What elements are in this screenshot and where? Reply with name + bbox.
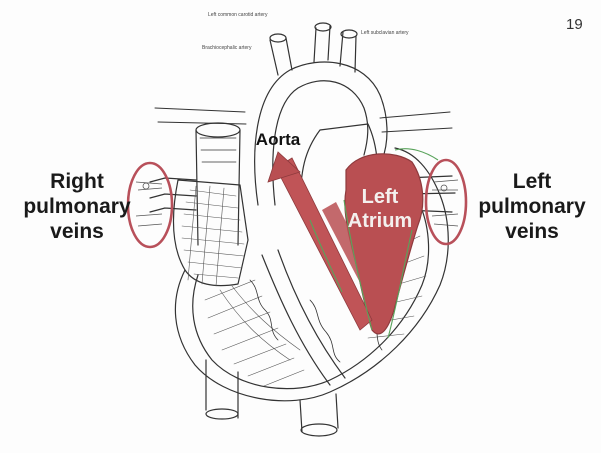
label-right-pulmonary-veins: Right pulmonary veins [2,169,152,244]
brachiocephalic-artery [270,38,292,75]
superior-vena-cava [196,130,240,245]
label-line: veins [2,219,152,244]
left-pulmonary-veins-oval [426,160,466,244]
label-left-atrium: Left Atrium [330,185,430,233]
label-line: pulmonary [462,194,601,219]
label-left-pulmonary-veins: Left pulmonary veins [462,169,601,244]
small-label-left: Brachiocephalic artery [202,45,251,51]
label-line: Atrium [330,209,430,233]
slide-number: 19 [566,16,583,33]
label-aorta: Aorta [246,130,310,150]
label-line: Right [2,169,152,194]
label-line: veins [462,219,601,244]
small-label-right: Left subclavian artery [361,30,409,36]
label-line: Left [330,185,430,209]
small-label-top: Left common carotid artery [208,12,267,18]
label-line: Left [462,169,601,194]
label-line: pulmonary [2,194,152,219]
